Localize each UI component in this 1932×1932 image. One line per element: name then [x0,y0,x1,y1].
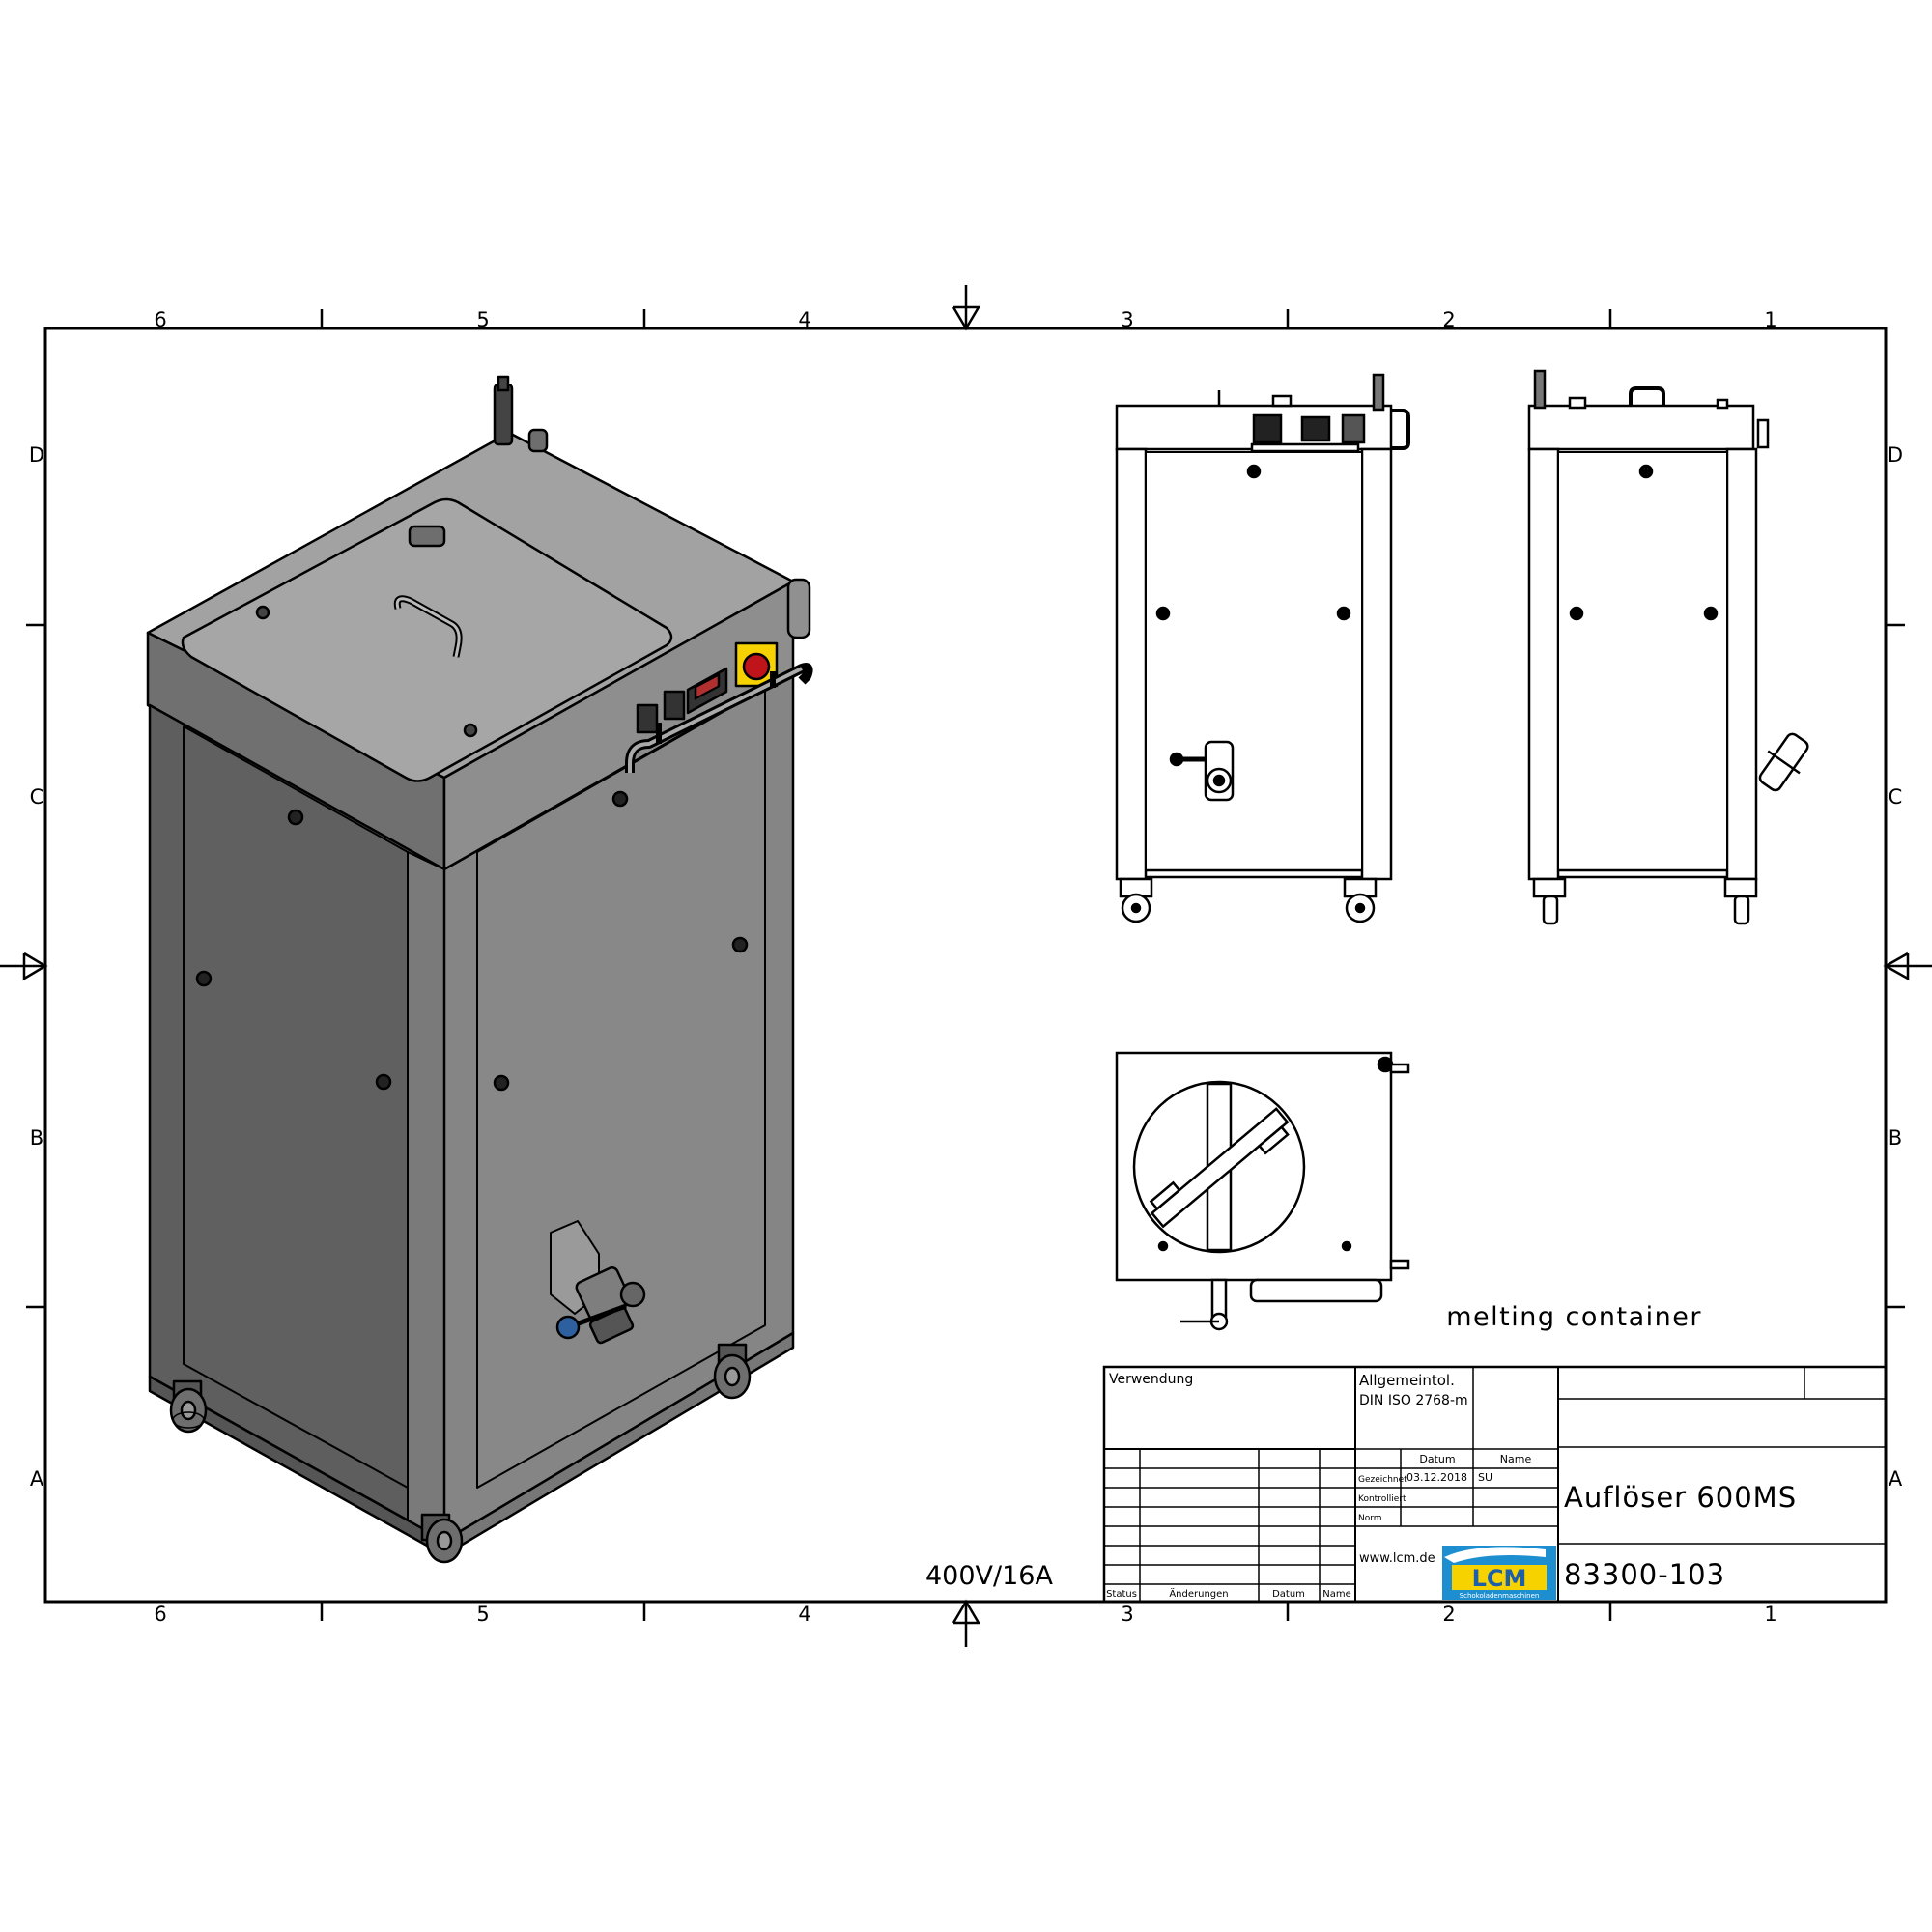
top-view [1115,1051,1410,1331]
col-label: 3 [1121,308,1133,331]
side-view [1527,369,1809,925]
casters [169,1343,752,1564]
lcm-logo: LCM Schokoladenmaschinen [1442,1546,1556,1600]
label-datum-header: Datum [1419,1453,1455,1465]
label-name-footer: Name [1322,1589,1351,1600]
col-label: 5 [476,1603,489,1626]
label-norm: Norm [1358,1514,1382,1523]
col-label: 2 [1442,1603,1455,1626]
col-label: 4 [798,1603,810,1626]
row-label: D [29,443,44,467]
label-aenderungen: Änderungen [1169,1587,1228,1600]
title-block-text: Verwendung Allgemeintol. DIN ISO 2768-m … [1106,1372,1797,1600]
value-gezeichnet-datum: 03.12.2018 [1406,1471,1467,1484]
frame-column-labels-top: 6 5 4 3 2 1 [154,308,1776,331]
isometric-view [146,375,813,1564]
label-website: www.lcm.de [1359,1551,1435,1566]
col-label: 5 [476,308,489,331]
drawing-title: Auflöser 600MS [1564,1481,1797,1514]
label-gezeichnet: Gezeichnet [1358,1475,1407,1485]
col-label: 1 [1764,308,1776,331]
drawing-number: 83300-103 [1564,1558,1725,1591]
col-label: 6 [154,308,166,331]
drawing-description: melting container [1446,1302,1702,1332]
frame-row-labels-left: D C B A [29,443,44,1491]
voltage-label: 400V/16A [925,1561,1053,1591]
frame-column-labels-bottom: 6 5 4 3 2 1 [154,1603,1776,1626]
label-datum-footer: Datum [1272,1589,1305,1600]
logo-text: LCM [1472,1565,1527,1592]
drawing-frame [0,285,1932,1647]
row-label: D [1888,443,1903,467]
label-name-header: Name [1500,1453,1532,1465]
row-label: A [1889,1467,1903,1491]
value-gezeichnet-name: SU [1478,1471,1492,1484]
logo-subtext: Schokoladenmaschinen [1460,1592,1540,1600]
front-view [1115,373,1410,923]
label-allgemeintol: Allgemeintol. [1359,1372,1455,1389]
label-kontrolliert: Kontrolliert [1358,1494,1406,1504]
title-block [1102,1365,1888,1604]
col-label: 2 [1442,308,1455,331]
row-label: C [30,785,44,809]
row-label: B [30,1126,43,1150]
row-label: C [1889,785,1903,809]
col-label: 1 [1764,1603,1776,1626]
col-label: 6 [154,1603,166,1626]
label-status: Status [1106,1589,1137,1600]
frame-row-labels-right: D C B A [1888,443,1903,1491]
col-label: 3 [1121,1603,1133,1626]
label-verwendung: Verwendung [1109,1372,1193,1387]
col-label: 4 [798,308,810,331]
row-label: A [30,1467,44,1491]
label-din: DIN ISO 2768-m [1359,1393,1468,1408]
row-label: B [1889,1126,1902,1150]
